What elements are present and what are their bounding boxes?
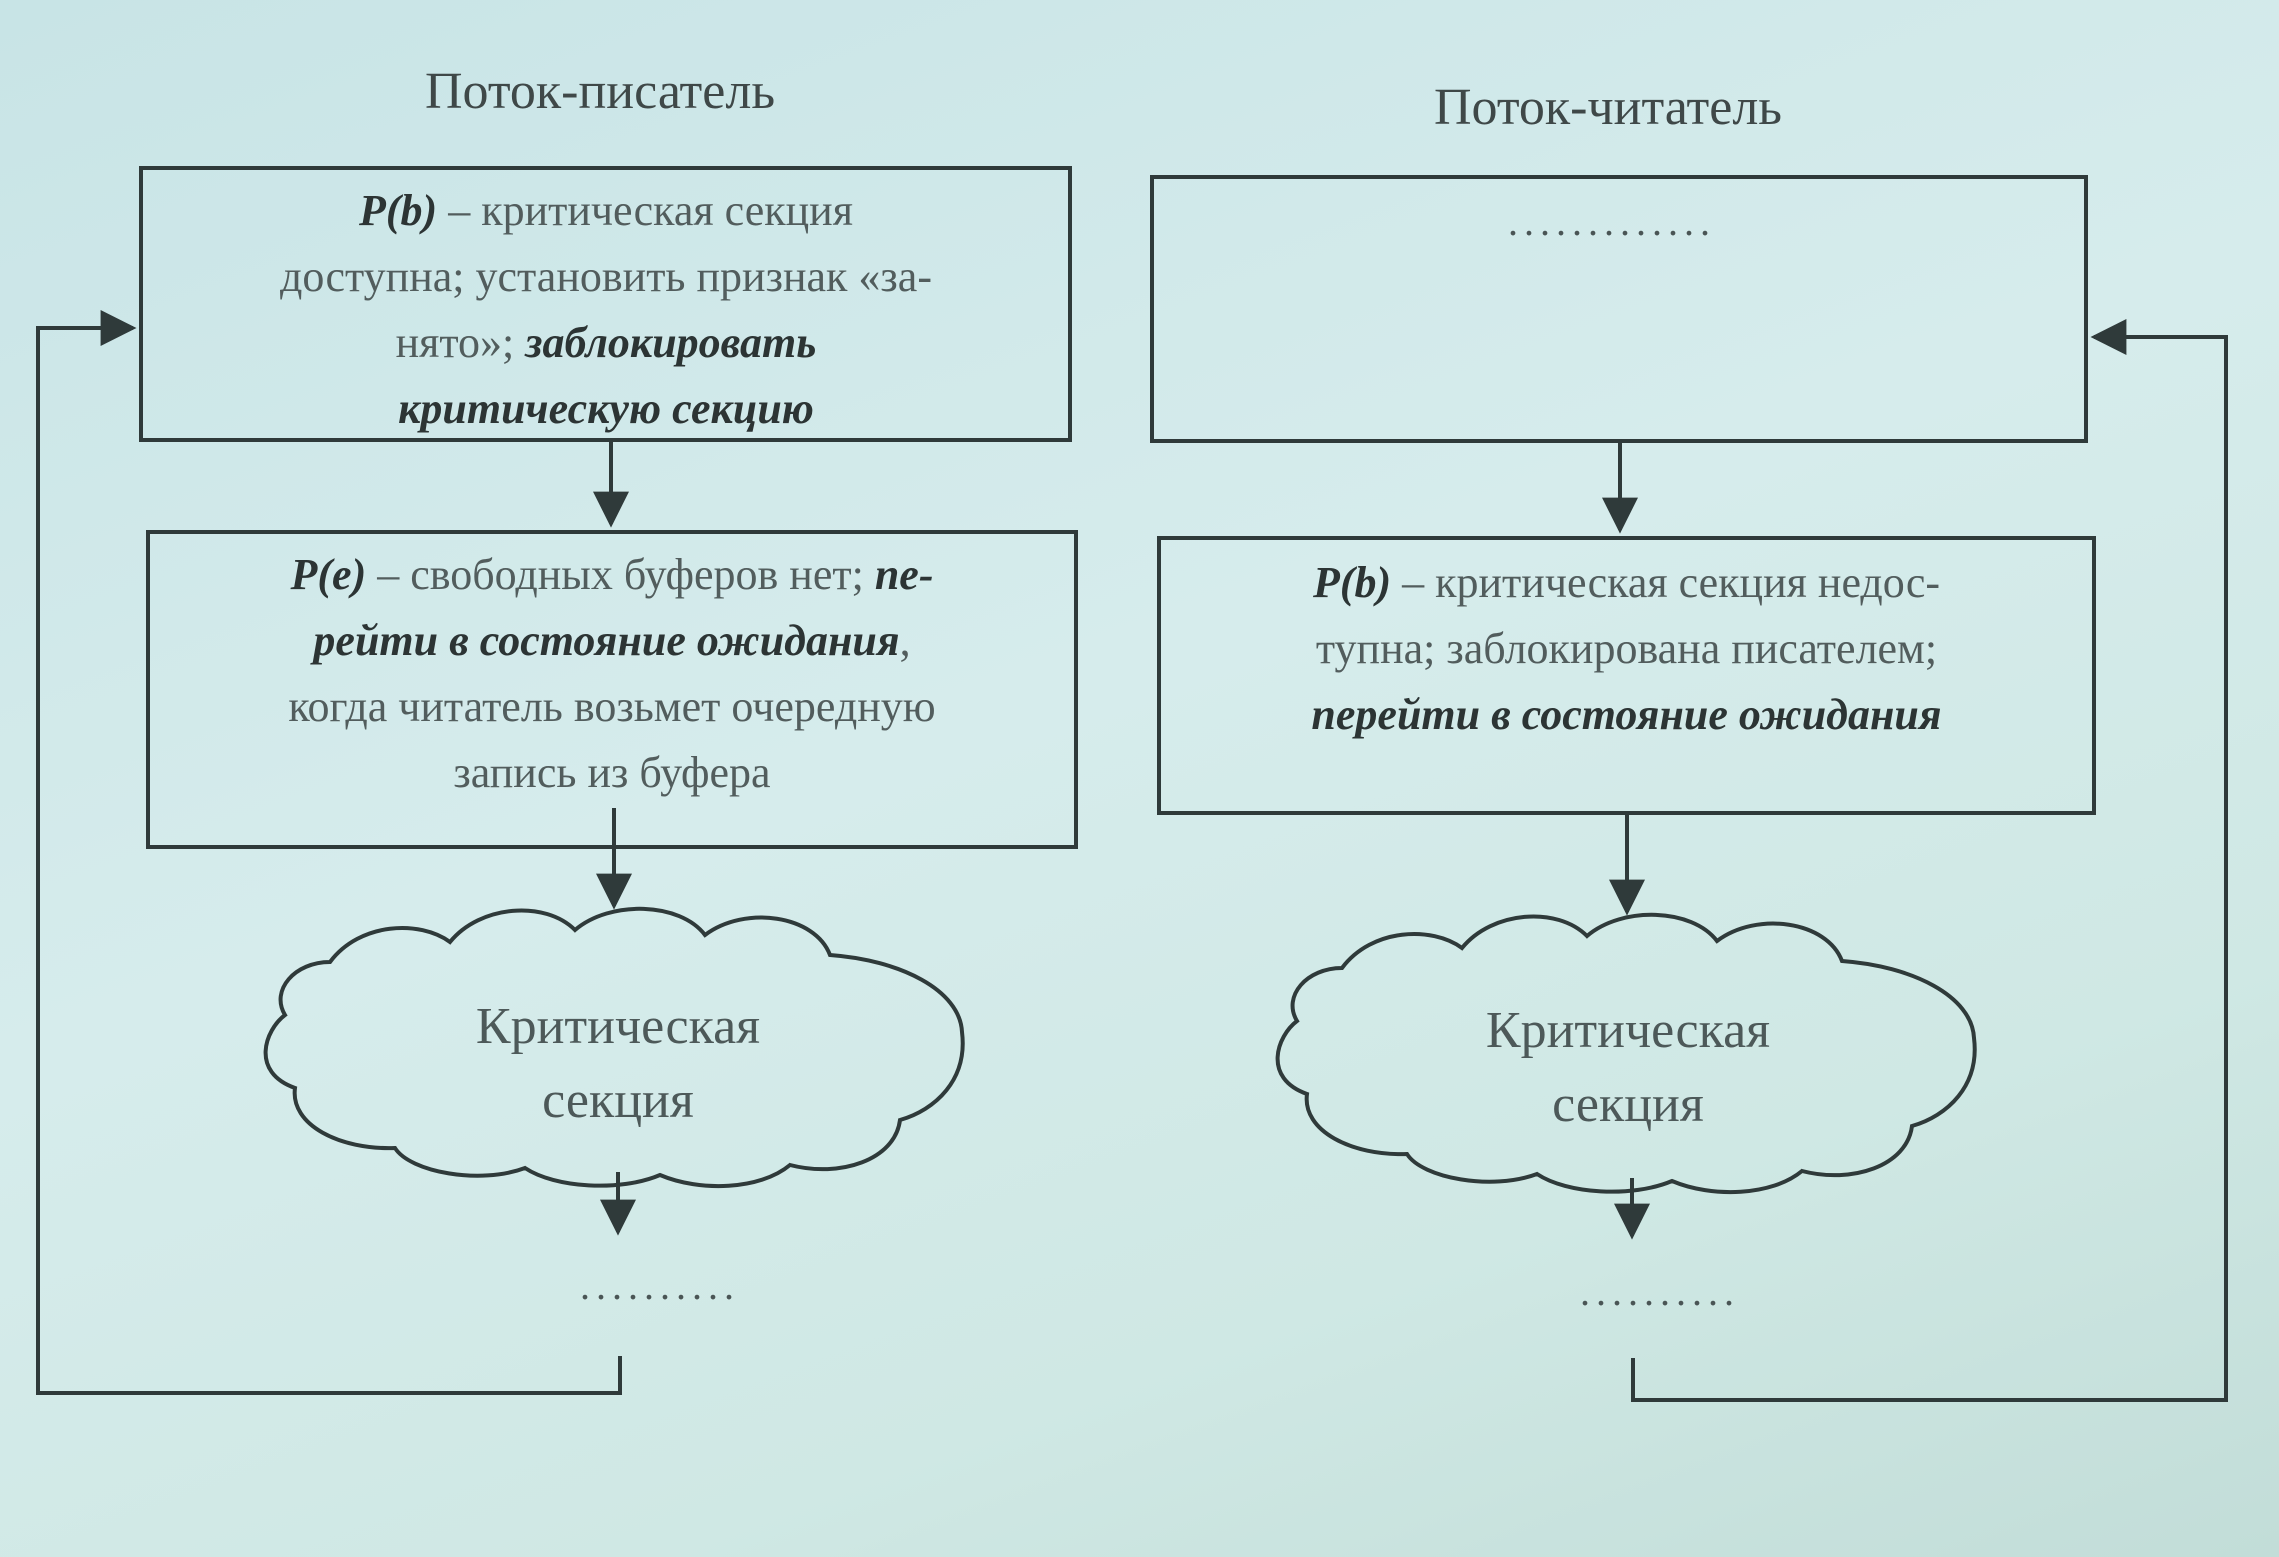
writer-box-1 — [139, 166, 1072, 442]
writer-box-1-line2: доступна; установить признак «за- — [280, 252, 932, 301]
writer-box-2-line1: – свободных буферов нет; — [366, 550, 875, 599]
reader-dots: .......... — [1580, 1269, 1740, 1314]
reader-cloud-line1: Критическая — [1485, 1002, 1771, 1059]
writer-box-2-text: P(e) – свободных буферов нет; пе- рейти … — [156, 542, 1068, 806]
reader-box-2-prefix: P(b) — [1312, 558, 1392, 607]
writer-loop-line — [36, 328, 622, 1395]
writer-box-2-comma: , — [899, 616, 911, 665]
writer-cloud — [263, 906, 965, 1189]
reader-box-2-bold1: перейти в состояние ожидания — [1311, 690, 1942, 739]
writer-box-1-bold1: заблокировать — [525, 318, 817, 367]
writer-box-1-text: P(b) – критическая секция доступна; уста… — [150, 178, 1062, 442]
writer-box-2-line4: запись из буфера — [453, 748, 771, 797]
writer-title: Поток-писатель — [424, 63, 776, 120]
reader-box-2-text: P(b) – критическая секция недос- тупна; … — [1163, 550, 2090, 748]
reader-box-2-line2: тупна; заблокирована писателем; — [1315, 624, 1938, 673]
reader-box-1-dots: ............. — [1508, 199, 1716, 244]
writer-box-1-prefix: P(b) — [359, 186, 438, 235]
writer-box-2-line3: когда читатель возьмет очередную — [288, 682, 936, 731]
reader-loop-line — [1631, 337, 2228, 1402]
reader-title: Поток-читатель — [1433, 79, 1783, 136]
reader-box-2-line1: – критическая секция недос- — [1391, 558, 1941, 607]
writer-box-1-bold2: критическую секцию — [398, 384, 814, 433]
reader-cloud — [1275, 912, 1977, 1195]
reader-cloud-line2: секция — [1552, 1076, 1704, 1133]
writer-box-1-line1: – критическая секция — [437, 186, 853, 235]
writer-cloud-line2: секция — [542, 1072, 694, 1129]
reader-cloud-label: Критическая секция — [1486, 994, 1770, 1142]
writer-box-2-bold1: пе- — [874, 550, 934, 599]
writer-box-2-prefix: P(e) — [290, 550, 367, 599]
writer-cloud-label: Критическая секция — [476, 990, 760, 1138]
writer-box-2-bold2: рейти в состояние ожидания — [313, 616, 900, 665]
writer-cloud-line1: Критическая — [475, 998, 761, 1055]
writer-box-1-line3: нято»; — [395, 318, 526, 367]
writer-dots: .......... — [580, 1263, 740, 1308]
